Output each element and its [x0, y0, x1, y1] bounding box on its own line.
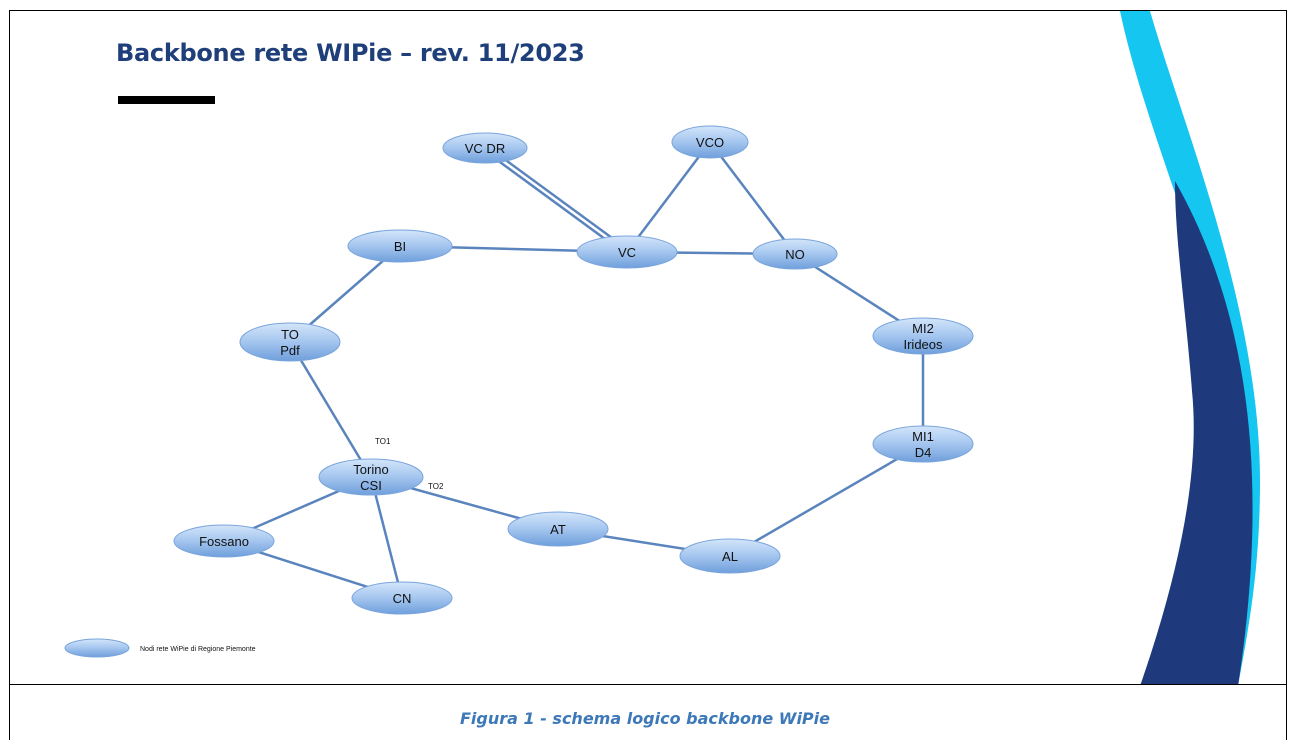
node-cn: CN	[351, 581, 453, 615]
node-shape	[576, 235, 678, 269]
link-vco-vc	[626, 141, 711, 253]
node-shape	[239, 322, 341, 362]
link-vco-no	[709, 141, 796, 255]
node-shape	[442, 132, 528, 164]
link-label-to2: TO2	[428, 482, 444, 491]
node-shape	[671, 125, 749, 159]
node-shape	[507, 511, 609, 547]
node-label: MI2	[912, 321, 934, 336]
node-vco: VCO	[671, 125, 749, 159]
node-shape	[872, 317, 974, 355]
node-label: Torino	[353, 462, 388, 477]
node-label: AL	[722, 549, 738, 564]
node-no: NO	[752, 238, 838, 270]
link-torino-topdf	[288, 341, 373, 478]
link-vcdr-vc	[482, 149, 627, 256]
node-label: CSI	[360, 478, 382, 493]
node-shape	[173, 524, 275, 558]
link-torino-cn	[369, 476, 404, 599]
legend-label: Nodi rete WiPie di Regione Piemonte	[140, 646, 256, 653]
title-underline-bar	[118, 96, 215, 104]
link-label-to1: TO1	[375, 437, 391, 446]
figure-caption: Figura 1 - schema logico backbone WiPie	[459, 709, 830, 728]
node-shape	[351, 581, 453, 615]
node-al: AL	[679, 538, 781, 574]
node-shape	[347, 229, 453, 263]
caption-frame	[9, 685, 1287, 740]
node-fossano: Fossano	[173, 524, 275, 558]
node-shape	[872, 425, 974, 463]
node-label: VC	[618, 245, 636, 260]
node-at: AT	[507, 511, 609, 547]
node-bi: BI	[347, 229, 453, 263]
node-shape	[318, 458, 424, 496]
node-label: TO	[281, 327, 299, 342]
node-label: CN	[393, 591, 412, 606]
node-label: Fossano	[199, 534, 249, 549]
legend: Nodi rete WiPie di Regione Piemonte	[64, 638, 256, 658]
page-title: Backbone rete WIPie – rev. 11/2023	[116, 39, 585, 67]
node-label: Pdf	[280, 343, 300, 358]
node-shape	[679, 538, 781, 574]
decorative-ribbon-dark	[1140, 181, 1253, 684]
node-label: BI	[394, 239, 406, 254]
node-label: VC DR	[465, 141, 505, 156]
link-vcdr-vc	[485, 144, 630, 251]
node-vcdr: VC DR	[442, 132, 528, 164]
node-label: NO	[785, 247, 805, 262]
node-label: VCO	[696, 135, 724, 150]
node-vc: VC	[576, 235, 678, 269]
link-mi1-al	[729, 442, 924, 558]
node-shape	[752, 238, 838, 270]
node-label: AT	[550, 522, 566, 537]
node-label: D4	[915, 445, 932, 460]
node-label: Irideos	[903, 337, 943, 352]
legend-node-symbol	[64, 638, 130, 658]
node-label: MI1	[912, 429, 934, 444]
